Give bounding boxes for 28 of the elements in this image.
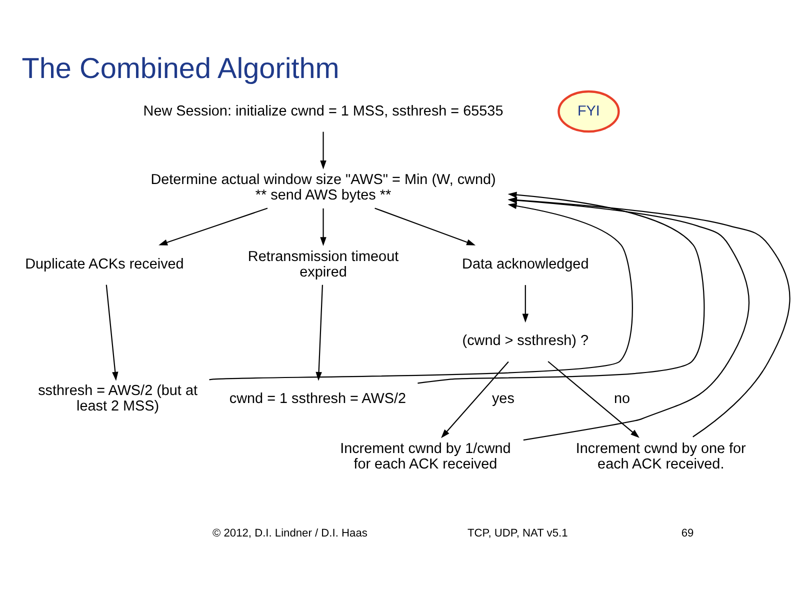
- edge-label: yes: [492, 390, 514, 407]
- arrow: [209, 202, 633, 380]
- node-text: New Session: initialize cwnd = 1 MSS, ssthresh = 65535: [143, 103, 504, 120]
- arrow: [106, 284, 118, 381]
- label: 69: [681, 527, 694, 540]
- arrow: [441, 361, 509, 438]
- edge-label: no: [614, 390, 630, 407]
- label: © 2012, D.I. Lindner / D.I. Haas: [212, 527, 368, 540]
- label: TCP, UDP, NAT v5.1: [467, 527, 568, 540]
- node-text: Increment cwnd by 1/cwnd for each ACK received: [340, 440, 511, 472]
- arrow: [418, 192, 705, 384]
- node-text: Increment cwnd by one for each ACK received.: [576, 440, 746, 472]
- arrow: [522, 285, 529, 323]
- arrow: [316, 284, 324, 381]
- node-text: Duplicate ACKs received: [25, 256, 184, 273]
- diagram-title: The Combined Algorithm: [22, 52, 340, 85]
- arrow: [320, 132, 326, 170]
- node-ellipse: FYI: [558, 90, 620, 133]
- node-text: Determine actual window size "AWS" = Min (W, cwnd) ** send AWS bytes **: [150, 172, 496, 204]
- node-text: Data acknowledged: [462, 256, 589, 273]
- arrow: [374, 208, 476, 246]
- node-text: (cwnd > ssthresh) ?: [462, 333, 589, 350]
- arrow: [548, 361, 640, 438]
- node-text: ssthresh = AWS/2 (but at least 2 MSS): [38, 383, 198, 415]
- arrow: [320, 208, 326, 246]
- arrow: [158, 208, 268, 246]
- node-text: cwnd = 1 ssthresh = AWS/2: [229, 390, 406, 407]
- node-text: Retransmission timeout expired: [248, 248, 399, 280]
